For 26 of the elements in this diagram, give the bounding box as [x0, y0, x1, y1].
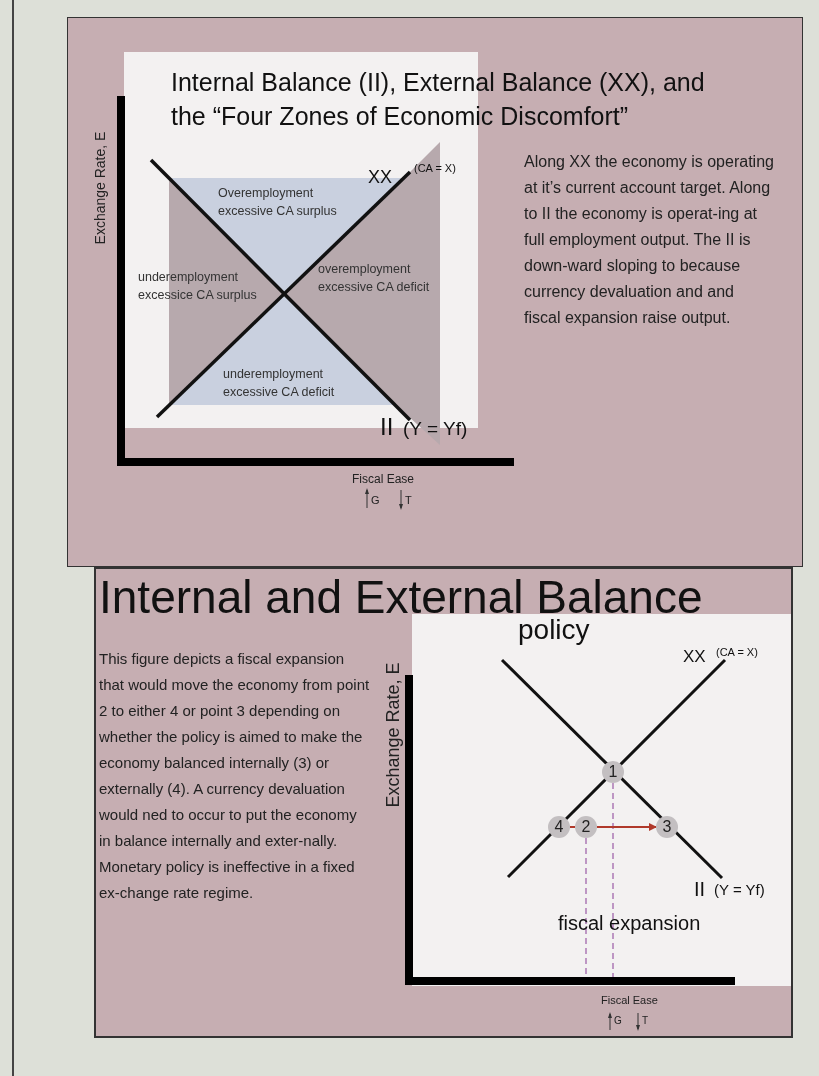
description-paragraph: Along XX the economy is operating at it’s current account target. Along to II the economy is operat-ing at full employment output. The II is down-ward sloping to because currency devaluation and and fiscal expansion raise output.: [524, 152, 774, 328]
chart-title: Internal Balance (II), External Balance (XX), and the “Four Zones of Economic Discomfort”: [171, 67, 706, 132]
zone-label: underemployment excessive CA deficit: [223, 366, 336, 401]
axis-label: Fiscal Ease: [352, 471, 415, 488]
zone-label: underemployment excessice CA surplus: [138, 269, 258, 304]
axis-label: G: [371, 493, 380, 508]
curve-label: XX: [368, 166, 392, 189]
axis-label: Exchange Rate, E: [381, 662, 404, 808]
curve-label: fiscal expansion: [558, 911, 701, 936]
curve-equation: (CA = X): [414, 161, 456, 176]
curve-equation: (Y = Yf): [403, 417, 468, 441]
arrow: [596, 823, 657, 831]
curve-label: II: [694, 877, 706, 902]
curve-equation: (CA = X): [716, 645, 758, 660]
axis-label: T: [405, 493, 412, 508]
description-paragraph: This figure depicts a fiscal expansion that would move the economy from point 2 to either 4 or point 3 depending on whether the policy is aimed to make the economy balanced internally (3) or externally (4). A currency devaluation would ned to occur to put the economy in balance internally and exter-nally. Monetary policy is ineffective in a fixed ex-change rate regime.: [99, 649, 371, 903]
curve-equation: (Y = Yf): [714, 880, 765, 900]
axis-label: Exchange Rate, E: [90, 131, 109, 245]
axis-label: G: [614, 1014, 622, 1028]
curve-label: XX: [683, 646, 706, 668]
axis-label: T: [642, 1014, 649, 1028]
zone-label: overemployment excessive CA deficit: [318, 261, 431, 296]
chart-subtitle: policy: [518, 613, 590, 647]
zone-label: Overemployment excessive CA surplus: [218, 185, 338, 220]
axis-label: Fiscal Ease: [601, 993, 658, 1008]
curve-label: II: [380, 413, 394, 441]
